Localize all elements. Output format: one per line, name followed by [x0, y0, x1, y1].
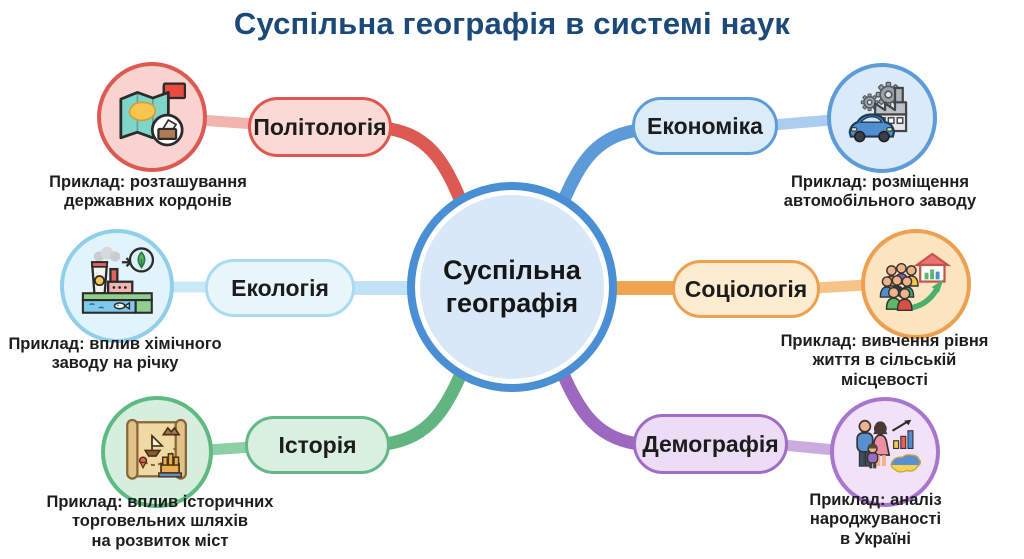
page-title: Суспільна географія в системі наук	[233, 6, 791, 41]
people-house-arrow-icon	[879, 252, 952, 312]
politology-icon-circle	[97, 62, 207, 172]
node-politology-label: Політологія	[253, 113, 387, 140]
node-demography: Демографія	[633, 414, 788, 474]
factory-river-leaf-icon	[81, 246, 154, 314]
node-demography-label: Демографія	[642, 430, 779, 457]
demography-example: Приклад: аналіз народжуваності в Україні	[809, 491, 942, 548]
history-example: Приклад: вплив історичних торговельних ш…	[46, 493, 274, 550]
ecology-icon-circle	[60, 229, 174, 343]
node-sociology: Соціологія	[672, 260, 820, 318]
central-node-line2: географія	[445, 288, 579, 318]
connector-history-icon	[202, 441, 258, 456]
family-chart-ukraine-icon	[856, 419, 922, 473]
central-node: Суспільна географія	[407, 182, 617, 392]
demography-icon-circle	[830, 397, 940, 507]
node-history: Історія	[245, 416, 390, 474]
ecology-example: Приклад: вплив хімічного заводу на річку	[8, 335, 222, 373]
node-sociology-label: Соціологія	[684, 275, 808, 302]
history-icon-circle	[101, 396, 213, 508]
connector-sociology-icon	[809, 279, 872, 294]
node-ecology: Екологія	[205, 259, 355, 317]
sociology-icon-circle	[861, 229, 971, 339]
map-flag-ballot-icon	[119, 82, 187, 147]
node-history-label: Історія	[278, 431, 357, 458]
sociology-example: Приклад: вивчення рівня життя в сільські…	[780, 332, 989, 389]
economy-example: Приклад: розміщення автомобільного завод…	[783, 173, 977, 211]
node-economy: Економіка	[632, 97, 778, 155]
connector-demography-icon	[777, 439, 841, 456]
central-node-line1: Суспільна	[443, 255, 581, 286]
economy-icon-circle	[827, 63, 937, 173]
scroll-map-icon	[126, 419, 188, 481]
car-factory-gears-icon	[848, 81, 908, 143]
politology-example: Приклад: розташування державних кордонів	[49, 173, 247, 211]
node-economy-label: Економіка	[647, 112, 763, 139]
node-politology: Політологія	[248, 97, 392, 157]
node-ecology-label: Екологія	[231, 274, 329, 301]
connector-economy-icon	[766, 114, 838, 131]
connector-politology-icon	[194, 114, 261, 130]
